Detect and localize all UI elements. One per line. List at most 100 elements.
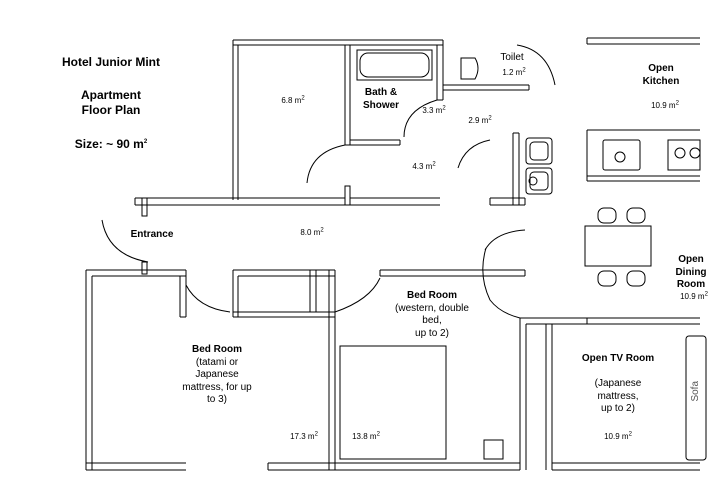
open-tv-room-desc: (Japanese mattress, up to 2) xyxy=(578,378,658,416)
door-swing-dining xyxy=(484,229,526,251)
door-swing-washroom xyxy=(306,144,346,184)
apartment-size-text: Size: ~ 90 m xyxy=(74,137,144,151)
wardrobe xyxy=(483,439,504,460)
open-kitchen-area-sup: 2 xyxy=(675,100,679,107)
open-dining-area: 10.9 m2 xyxy=(669,291,719,302)
door-swing-bedroom1 xyxy=(185,284,231,313)
open-tv-room-line1: (Japanese xyxy=(594,378,642,389)
dining-table xyxy=(584,225,652,267)
wall-corridor-bottom xyxy=(141,261,526,277)
hall-area: 2.9 m2 xyxy=(460,115,500,126)
bath-area-text: 3.3 m xyxy=(422,106,443,115)
toilet-bowl xyxy=(460,57,479,80)
open-kitchen-label: Open Kitchen xyxy=(626,63,696,88)
closet-area-text: 6.8 m xyxy=(281,96,302,105)
open-kitchen-area-text: 10.9 m xyxy=(651,101,676,110)
bed-room-2-area: 13.8 m2 xyxy=(346,431,386,442)
open-tv-room-line3: up to 2) xyxy=(601,403,635,414)
wall-bottom xyxy=(86,462,700,471)
door-swing-bedroom2 xyxy=(334,277,381,313)
sink-lower xyxy=(525,167,553,195)
bed-room-1-label: Bed Room (tatami or Japanese mattress, f… xyxy=(162,344,272,407)
bath-shower-label: Bath & Shower xyxy=(352,87,410,112)
wall-toilet-bottom xyxy=(443,84,530,91)
door-swing-hall xyxy=(457,139,491,169)
open-kitchen-label-line2: Kitchen xyxy=(642,75,680,87)
bed-room-2-area-sup: 2 xyxy=(376,431,380,438)
bed-room-1-area-text: 17.3 m xyxy=(290,432,315,441)
wall-top-right xyxy=(586,37,700,45)
sofa xyxy=(685,335,707,461)
open-kitchen-area: 10.9 m2 xyxy=(630,100,700,111)
door-swing-entrance xyxy=(101,219,149,263)
open-dining-area-sup: 2 xyxy=(704,291,708,298)
open-tv-room-area-sup: 2 xyxy=(628,431,632,438)
bed-room-2-line1: (western, double xyxy=(395,302,469,314)
open-dining-label: Open Dining Room xyxy=(666,254,716,292)
bed-room-1-line3: mattress, for up xyxy=(182,381,252,393)
bed-room-2-line3: up to 2) xyxy=(415,327,449,339)
bath-area-sup: 2 xyxy=(442,105,446,112)
bath-area: 3.3 m2 xyxy=(414,105,454,116)
bed-room-1-line1: (tatami or xyxy=(195,356,239,368)
sink-upper xyxy=(525,137,553,165)
toilet-area-sup: 2 xyxy=(522,67,526,74)
stove xyxy=(667,139,701,171)
toilet-label: Toilet xyxy=(500,52,524,63)
door-swing-bath xyxy=(403,99,438,138)
apartment-size-sup: 2 xyxy=(143,139,148,145)
open-dining-label-line2: Dining xyxy=(675,266,707,278)
toilet-area: 1.2 m2 xyxy=(494,67,534,78)
double-bed xyxy=(339,345,447,460)
bath-shower-label-line1: Bath & xyxy=(364,87,398,98)
open-tv-room-area: 10.9 m2 xyxy=(598,431,638,442)
kitchen-sink xyxy=(602,139,641,171)
floor-plan-drawing xyxy=(85,37,707,471)
plan-title-line2: Floor Plan xyxy=(81,103,141,117)
bed-room-2-area-text: 13.8 m xyxy=(352,432,377,441)
bed-room-2-label: Bed Room (western, double bed, up to 2) xyxy=(382,290,482,340)
bathtub xyxy=(356,49,433,81)
apartment-size: Size: ~ 90 m2 xyxy=(56,137,166,152)
wall-top-bath xyxy=(232,39,444,46)
bed-room-2-title: Bed Room xyxy=(407,290,457,301)
washroom-area: 4.3 m2 xyxy=(404,161,444,172)
sofa-label: Sofa xyxy=(689,380,701,402)
plan-title: Apartment Floor Plan xyxy=(56,88,166,118)
wall-bedroom1 xyxy=(85,269,336,470)
hotel-name: Hotel Junior Mint xyxy=(62,55,160,69)
wall-hall-right xyxy=(512,132,520,205)
open-dining-label-line3: Room xyxy=(676,279,706,290)
wall-corridor-top xyxy=(134,185,526,217)
plan-title-line1: Apartment xyxy=(80,88,141,102)
closet-area: 6.8 m2 xyxy=(273,95,313,106)
open-tv-room-title: Open TV Room xyxy=(581,353,655,364)
open-tv-room-area-text: 10.9 m xyxy=(604,432,629,441)
open-kitchen-label-line1: Open xyxy=(648,63,674,74)
open-dining-label-line1: Open xyxy=(678,254,704,265)
dining-chairs xyxy=(597,207,646,287)
bed-room-1-line2: Japanese xyxy=(195,369,239,380)
wall-tv-room xyxy=(482,247,700,470)
bed-room-1-area: 17.3 m2 xyxy=(284,431,324,442)
entrance-label: Entrance xyxy=(130,229,174,240)
hall-area-sup: 2 xyxy=(488,115,492,122)
wall-closet-left xyxy=(232,40,239,200)
kitchen-counter xyxy=(586,129,700,182)
wall-bath-toilet-divider xyxy=(436,45,444,101)
bed-room-1-line4: to 3) xyxy=(206,394,227,405)
toilet-area-text: 1.2 m xyxy=(502,68,523,77)
corridor-area-text: 8.0 m xyxy=(300,228,321,237)
bed-room-1-title: Bed Room xyxy=(192,344,242,355)
hall-area-text: 2.9 m xyxy=(468,116,489,125)
bed-room-2-line2: bed, xyxy=(422,315,442,326)
corridor-area: 8.0 m2 xyxy=(292,227,332,238)
open-tv-room-line2: mattress, xyxy=(597,390,639,402)
washroom-area-sup: 2 xyxy=(432,161,436,168)
door-swing-toilet xyxy=(516,44,556,86)
bed-room-1-area-sup: 2 xyxy=(314,431,318,438)
washroom-area-text: 4.3 m xyxy=(412,162,433,171)
wall-bath-bottom xyxy=(350,139,401,146)
bath-shower-label-line2: Shower xyxy=(362,99,400,111)
closet-area-sup: 2 xyxy=(301,95,305,102)
